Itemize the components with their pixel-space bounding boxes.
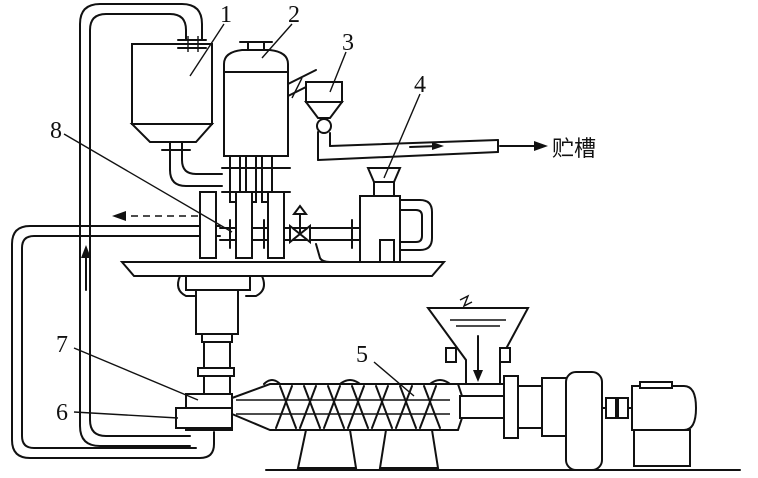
extruder-hopper xyxy=(426,294,530,385)
tank-1 xyxy=(129,36,215,187)
leader-lines xyxy=(63,23,421,419)
column-vertical-pipes xyxy=(199,191,285,259)
circulation-pipe xyxy=(79,3,203,447)
label-7: 7 xyxy=(56,332,68,358)
platform xyxy=(119,261,447,297)
column-2 xyxy=(199,41,291,203)
label-6: 6 xyxy=(56,400,68,426)
cyclone-3 xyxy=(304,81,344,161)
extruder-5 xyxy=(175,379,463,469)
label-1: 1 xyxy=(220,2,232,28)
outlet-label: 贮槽 xyxy=(552,137,596,162)
up-arrow xyxy=(81,245,91,291)
label-8: 8 xyxy=(50,118,62,144)
label-2: 2 xyxy=(288,2,300,28)
label-4: 4 xyxy=(414,72,426,98)
return-loop-pipe xyxy=(11,225,221,459)
vertical-feed-column xyxy=(195,289,239,395)
label-5: 5 xyxy=(356,342,368,368)
feeder-4 xyxy=(315,167,433,267)
discharge-pipe xyxy=(317,139,548,161)
drive-train xyxy=(459,371,698,471)
label-3: 3 xyxy=(342,30,354,56)
